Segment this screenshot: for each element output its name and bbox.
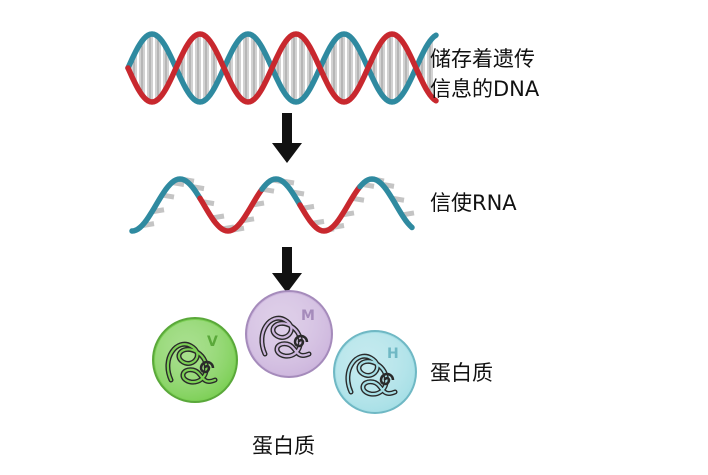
- protein-spheres: V M H: [152, 290, 417, 414]
- rna-strand-segment: [259, 176, 303, 208]
- protein-sphere-h: H: [333, 330, 417, 414]
- protein-chain-core: [166, 343, 217, 384]
- protein-chain-core: [346, 355, 397, 396]
- protein-caption: 蛋白质: [252, 434, 315, 458]
- protein-spiral: [293, 334, 309, 348]
- arrow-head: [272, 273, 302, 293]
- arrow-shaft: [282, 113, 292, 145]
- protein-sphere-m: M: [245, 290, 333, 378]
- protein-spiral: [379, 372, 395, 386]
- rna-strand-segment: [197, 186, 265, 234]
- down-arrow: [272, 113, 302, 163]
- dna-label-line1: 储存着遗传: [430, 47, 535, 71]
- arrow-shaft: [282, 247, 292, 275]
- arrow-head: [272, 143, 302, 163]
- protein-letter: M: [301, 308, 315, 324]
- protein-label: 蛋白质: [430, 361, 493, 385]
- mrna-strand: [129, 176, 415, 234]
- flow-arrows: [272, 113, 302, 293]
- down-arrow: [272, 247, 302, 293]
- mrna-label: 信使RNA: [430, 191, 517, 215]
- protein-chain-core: [260, 317, 311, 358]
- protein-letter: H: [387, 346, 399, 362]
- protein-letter: V: [207, 334, 218, 350]
- dna-label-line2: 信息的DNA: [430, 77, 540, 101]
- rna-strand-segment: [297, 183, 363, 234]
- protein-sphere-v: V: [152, 317, 238, 403]
- rna-strand-segment: [357, 176, 415, 231]
- dna-strand-red: [125, 31, 439, 105]
- dna-double-helix: [125, 31, 439, 105]
- rna-strand-segment: [129, 176, 203, 234]
- protein-spiral: [199, 360, 215, 374]
- dna-strand-teal: [125, 31, 439, 105]
